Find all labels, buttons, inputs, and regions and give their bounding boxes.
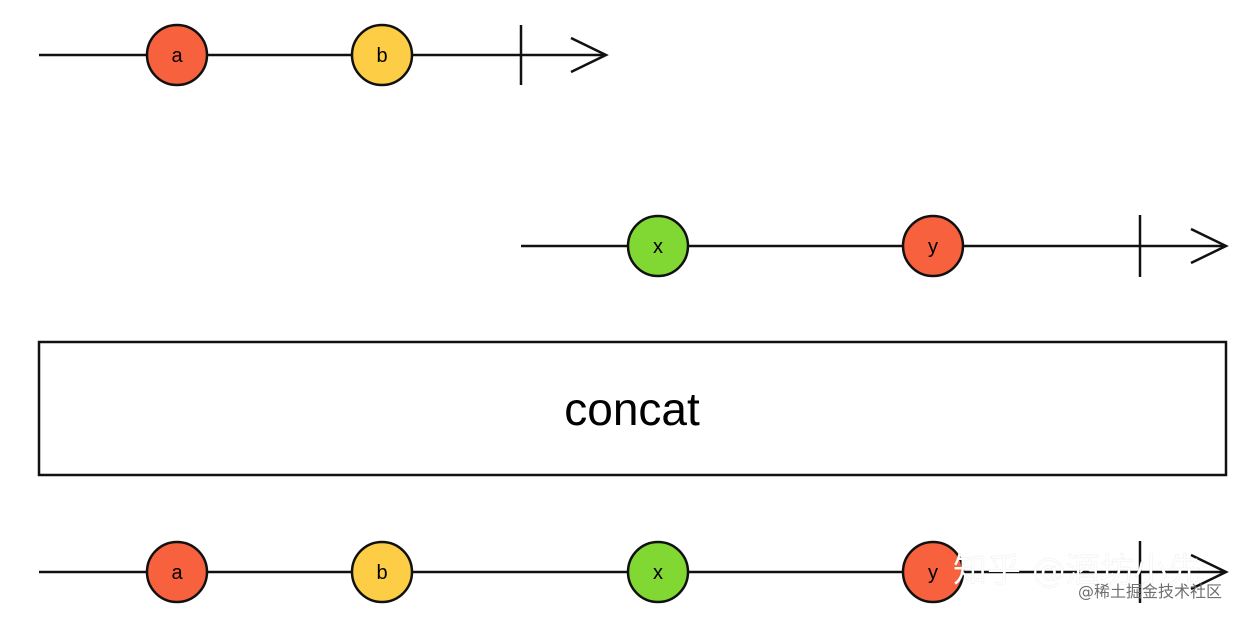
marble-circle <box>626 540 690 604</box>
marble-label: y <box>928 236 938 258</box>
marble-circle <box>145 23 209 87</box>
stream-result: a b x y <box>39 540 1229 604</box>
operator-border <box>37 340 1228 477</box>
operator-box: concat <box>37 340 1228 477</box>
watermark: 知乎 @酒坊小先 @稀土掘金技术社区 <box>953 551 1222 601</box>
marble-circle <box>626 214 690 278</box>
stream-source-a: a b <box>39 23 609 87</box>
marble-label: b <box>376 562 387 584</box>
marble-label: b <box>376 45 387 67</box>
watermark-sub-text: @稀土掘金技术社区 <box>1078 582 1222 601</box>
marble-label: x <box>653 236 663 258</box>
marble: b <box>350 540 414 604</box>
arrow-head-icon <box>1190 553 1229 591</box>
marble-label: y <box>928 562 938 584</box>
marble-circle <box>350 540 414 604</box>
marble: a <box>145 23 209 87</box>
arrow-head-icon <box>570 36 609 74</box>
watermark-main-text: 知乎 @酒坊小先 <box>953 551 1202 591</box>
marble-circle <box>901 540 965 604</box>
marble-circle <box>145 540 209 604</box>
marble: x <box>626 540 690 604</box>
arrow-head-icon <box>1190 227 1229 265</box>
marble-label: a <box>171 45 183 67</box>
marble: b <box>350 23 414 87</box>
marble-circle <box>350 23 414 87</box>
operator-label: concat <box>564 383 700 435</box>
marble-circle <box>901 214 965 278</box>
marble: y <box>901 540 965 604</box>
marble: a <box>145 540 209 604</box>
marble-label: a <box>171 562 183 584</box>
marble: x <box>626 214 690 278</box>
marble: y <box>901 214 965 278</box>
stream-source-b: x y <box>521 214 1229 278</box>
marble-label: x <box>653 562 663 584</box>
